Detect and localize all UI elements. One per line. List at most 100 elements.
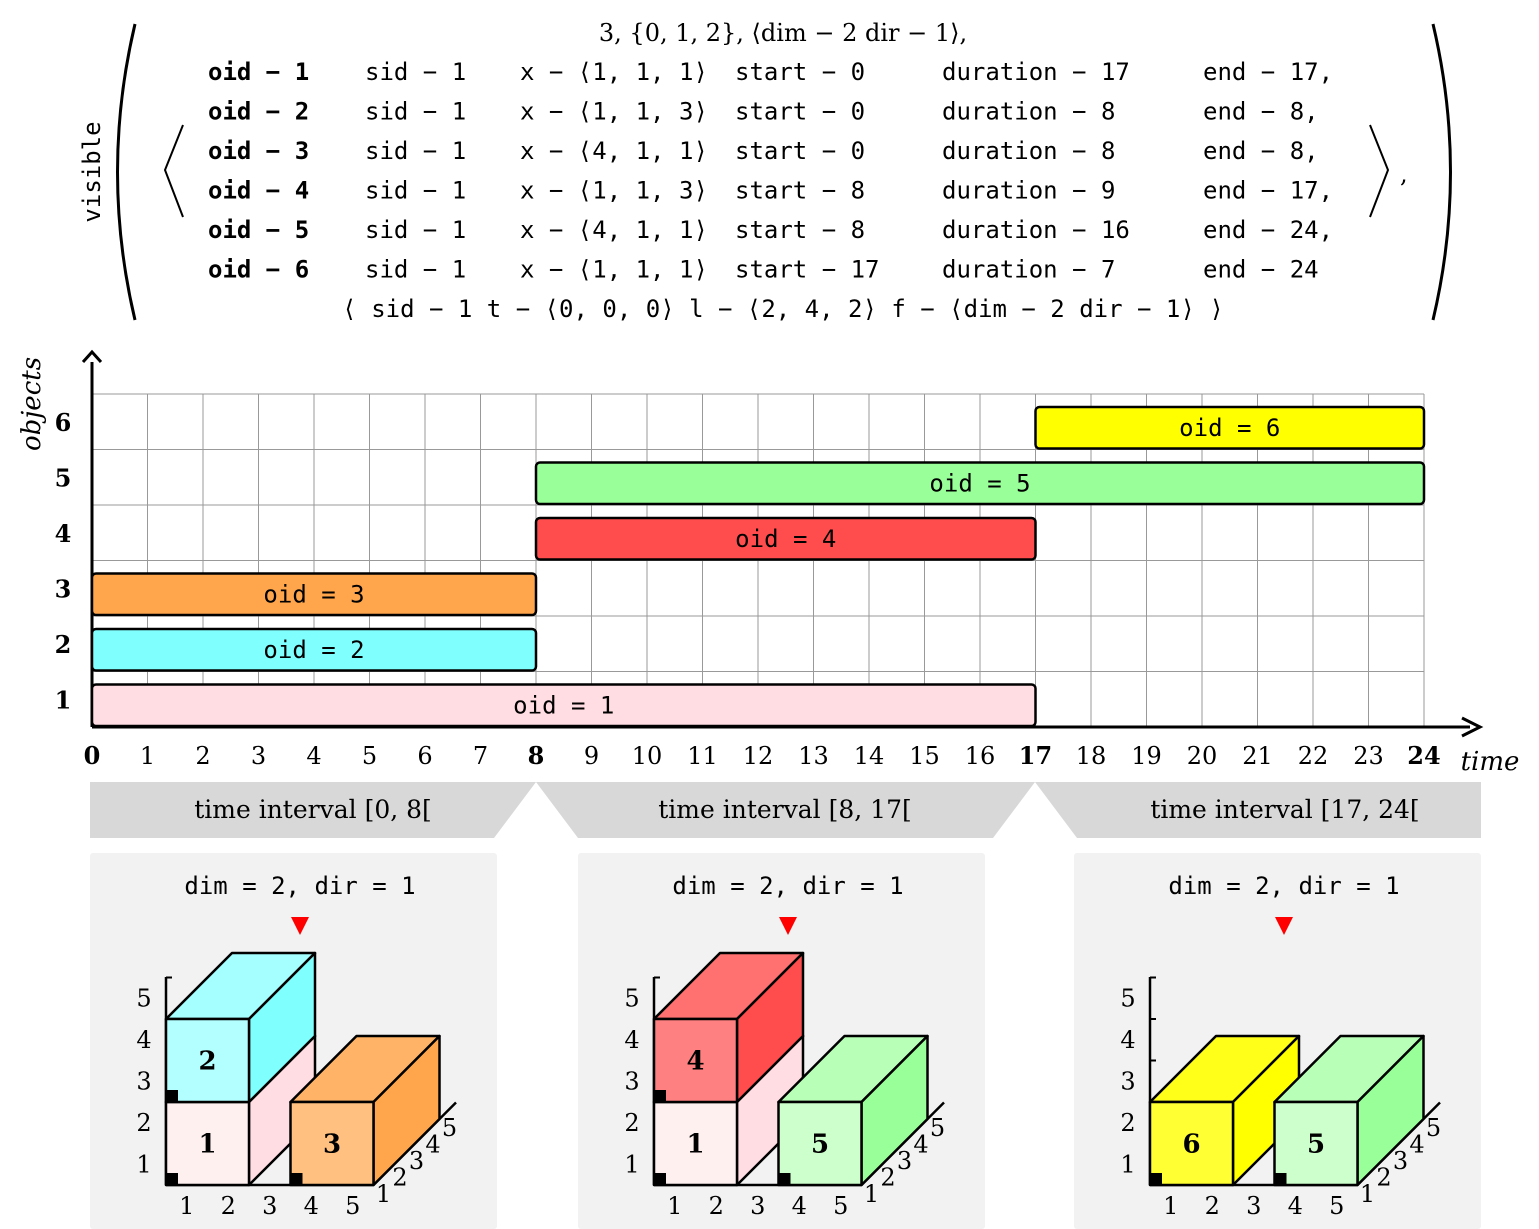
box-oid-5: 5	[1273, 1034, 1425, 1187]
gantt-bar-label: oid = 6	[1179, 414, 1280, 442]
box-label: 3	[323, 1130, 341, 1160]
panel-x-tick-label: 2	[1205, 1192, 1220, 1220]
box-front-face	[652, 1017, 739, 1104]
x-tick-label: 1	[140, 742, 155, 770]
gantt-bar-label: oid = 3	[263, 580, 364, 608]
panel-x-tick-label: 4	[1288, 1192, 1303, 1220]
panel-x-tick-label: 5	[833, 1192, 848, 1220]
x-tick-label: 16	[965, 742, 996, 770]
gantt-bar-oid-4: oid = 4	[534, 516, 1037, 561]
panel-y-tick-label: 2	[1376, 1164, 1391, 1192]
box-oid-4: 4	[652, 951, 805, 1104]
x-tick-label: 24	[1407, 741, 1440, 770]
y-axis-arrow	[81, 349, 103, 364]
box-label: 1	[198, 1130, 216, 1160]
panel-z-tick-label: 2	[624, 1109, 639, 1137]
x-tick-label: 20	[1187, 742, 1218, 770]
box-front-face	[289, 1100, 375, 1187]
formula-row-4-duration: duration − 9	[942, 177, 1115, 205]
x-tick-label: 7	[473, 742, 488, 770]
x-tick-label: 4	[306, 742, 321, 770]
formula-row-2-x: x − ⟨1, 1, 3⟩	[520, 98, 708, 126]
gantt-bar-label: oid = 2	[263, 636, 364, 664]
panel-y-tick-label: 2	[392, 1164, 407, 1192]
formula-angle-left	[163, 124, 184, 218]
direction-marker-icon	[291, 917, 309, 935]
formula-paren-right	[1431, 23, 1452, 321]
box-front-face	[1273, 1100, 1359, 1187]
gantt-bar-rect	[1034, 405, 1426, 450]
interval-band-1	[90, 782, 536, 838]
panel-y-tick-label: 1	[376, 1180, 391, 1208]
box-front-face	[1148, 1100, 1235, 1187]
box-origin-marker	[778, 1173, 791, 1185]
x-tick-label: 21	[1242, 742, 1273, 770]
interval-band-2	[536, 782, 1035, 838]
y-axis-label: objects	[17, 357, 47, 451]
panel-y-tick-label: 4	[425, 1131, 440, 1159]
box-front-face	[164, 1017, 251, 1104]
box-origin-marker	[654, 1090, 666, 1102]
formula-row-6-end: end − 24	[1203, 256, 1319, 284]
box-label: 6	[1182, 1130, 1200, 1160]
panel-title: dim = 2, dir = 1	[672, 872, 903, 900]
formula-row-6-sid: sid − 1	[365, 256, 466, 284]
formula-row-5-oid: oid − 5	[208, 216, 309, 244]
panel-y-tick-label: 4	[913, 1131, 928, 1159]
x-tick-label: 22	[1298, 742, 1329, 770]
gantt-bar-oid-2: oid = 2	[90, 627, 538, 672]
panel-x-tick-label: 3	[750, 1192, 765, 1220]
x-tick-label: 9	[584, 742, 599, 770]
panel-title: dim = 2, dir = 1	[1168, 872, 1399, 900]
panel-z-tick-label: 1	[624, 1150, 639, 1178]
panel-y-tick-label: 5	[442, 1114, 457, 1142]
formula-row-1-sid: sid − 1	[365, 58, 466, 86]
formula-row-5-start: start − 8	[735, 216, 865, 244]
x-tick-label: 0	[84, 741, 101, 770]
box-label: 4	[686, 1047, 704, 1077]
x-tick-label: 6	[417, 742, 432, 770]
x-tick-label: 14	[854, 742, 885, 770]
formula-row-6-start: start − 17	[735, 256, 880, 284]
panel-x-tick-label: 5	[1329, 1192, 1344, 1220]
formula-row-6-oid: oid − 6	[208, 256, 309, 284]
box-oid-2: 2	[164, 951, 317, 1104]
interval-label-3: time interval [17, 24[	[1150, 795, 1419, 824]
panel-y-tick-label: 4	[1409, 1131, 1424, 1159]
panel-z-tick-label: 5	[1120, 984, 1135, 1012]
y-tick-label: 6	[55, 408, 72, 437]
formula-row-5-x: x − ⟨4, 1, 1⟩	[520, 216, 708, 244]
x-tick-label: 17	[1019, 741, 1052, 770]
panel-y-tick-label: 5	[930, 1114, 945, 1142]
panel-title: dim = 2, dir = 1	[184, 872, 415, 900]
formula-row-2-end: end − 8,	[1203, 98, 1319, 126]
direction-marker-icon	[1275, 917, 1293, 935]
panel-x-tick-label: 1	[1163, 1192, 1178, 1220]
y-tick-label: 4	[55, 519, 72, 548]
formula-angle-right	[1369, 124, 1390, 218]
panel-y-tick-label: 5	[1426, 1114, 1441, 1142]
formula-row-2-start: start − 0	[735, 98, 865, 126]
formula-row-4-start: start − 8	[735, 177, 865, 205]
gantt-bar-label: oid = 4	[735, 525, 836, 553]
gantt-bar-rect	[534, 516, 1037, 561]
panel-x-tick-label: 3	[262, 1192, 277, 1220]
panel-z-tick-label: 3	[1120, 1067, 1135, 1095]
panel-x-tick-label: 3	[1246, 1192, 1261, 1220]
box-label: 5	[1307, 1130, 1325, 1160]
panel-x-tick-label: 4	[304, 1192, 319, 1220]
panel-z-tick-label: 4	[136, 1026, 151, 1054]
panel-y-tick-label: 1	[864, 1180, 879, 1208]
box-origin-marker	[1150, 1173, 1162, 1185]
formula-header: 3, {0, 1, 2}, ⟨dim − 2 dir − 1⟩,	[599, 19, 967, 47]
panel-y-tick-label: 3	[897, 1147, 912, 1175]
interval-label-1: time interval [0, 8[	[194, 795, 432, 824]
formula-row-1-x: x − ⟨1, 1, 1⟩	[520, 58, 708, 86]
formula-row-2-oid: oid − 2	[208, 98, 309, 126]
x-tick-label: 18	[1076, 742, 1107, 770]
x-axis-arrow	[1461, 716, 1484, 738]
panel-z-tick-label: 1	[136, 1150, 151, 1178]
